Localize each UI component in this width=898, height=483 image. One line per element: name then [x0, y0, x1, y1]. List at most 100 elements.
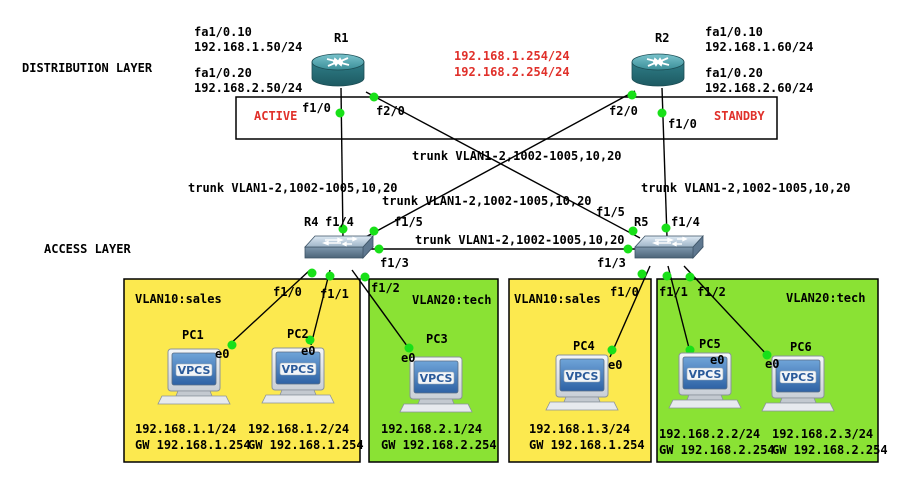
port-dot	[762, 350, 772, 360]
trunk-r1-r4: trunk VLAN1-2,1002-1005,10,20	[188, 181, 398, 195]
r2-sub1-if: fa1/0.10	[705, 25, 763, 39]
port-dot	[227, 340, 237, 350]
port-dot	[369, 92, 379, 102]
vlan-label-right-sales: VLAN10:sales	[514, 292, 601, 306]
r2-sub2-ip: 192.168.2.60/24	[705, 81, 813, 95]
port-dot	[374, 244, 384, 254]
r5-port-side: f1/3	[597, 256, 626, 270]
r5-port-pc6: f1/2	[697, 285, 726, 299]
link-endpoints	[227, 90, 772, 360]
r1-sub1-ip: 192.168.1.50/24	[194, 40, 302, 54]
r1-port-cross: f2/0	[376, 104, 405, 118]
pc-pc3[interactable]: VPCS	[399, 356, 473, 413]
link-r4-pc1	[227, 269, 311, 347]
vlan-label-right-tech: VLAN20:tech	[786, 291, 865, 305]
pc6-gw: GW 192.168.2.254	[772, 443, 888, 457]
pc3-name: PC3	[426, 332, 448, 346]
distribution-layer-label: DISTRIBUTION LAYER	[22, 61, 153, 75]
r4-port-pc1: f1/0	[273, 285, 302, 299]
port-dot	[685, 272, 695, 282]
pc5-port: e0	[710, 353, 724, 367]
pc-pc6[interactable]: VPCS	[761, 355, 835, 412]
pc6-name: PC6	[790, 340, 812, 354]
port-dot	[685, 345, 695, 355]
pc3-gw: GW 192.168.2.254	[381, 438, 497, 452]
pc6-port: e0	[765, 357, 779, 371]
r2-name: R2	[655, 31, 669, 45]
r5-port-cross: f1/5	[596, 205, 625, 219]
link-r5-pc5	[667, 265, 691, 353]
pc-pc1[interactable]: VPCS	[157, 348, 231, 405]
pc6-ip: 192.168.2.3/24	[772, 427, 873, 441]
vlan-label-left-tech: VLAN20:tech	[412, 293, 491, 307]
access-layer-label: ACCESS LAYER	[44, 242, 131, 256]
pc2-port: e0	[301, 344, 315, 358]
vpcs-badge: VPCS	[178, 364, 211, 377]
link-r4-pc2	[310, 269, 331, 346]
pc4-ip: 192.168.1.3/24	[529, 422, 630, 436]
port-dot	[325, 271, 335, 281]
virtual-ip-vlan10: 192.168.1.254/24	[454, 49, 570, 63]
port-dot	[662, 271, 672, 281]
port-dot	[307, 268, 317, 278]
pc-pc2[interactable]: VPCS	[261, 347, 335, 404]
link-r4-pc3	[351, 269, 411, 351]
r1-port-down: f1/0	[302, 101, 331, 115]
pc5-name: PC5	[699, 337, 721, 351]
vpcs-badge: VPCS	[782, 371, 815, 384]
r1-sub1-if: fa1/0.10	[194, 25, 252, 39]
pc-pc4[interactable]: VPCS	[545, 354, 619, 411]
router-r2[interactable]	[631, 53, 685, 87]
r2-port-cross: f2/0	[609, 104, 638, 118]
r5-name: R5	[634, 215, 648, 229]
hsrp-active-label: ACTIVE	[254, 109, 297, 123]
vpcs-badge: VPCS	[689, 368, 722, 381]
pc2-gw: GW 192.168.1.254	[248, 438, 364, 452]
r4-port-pc2: f1/1	[320, 287, 349, 301]
r4-name: R4	[304, 215, 318, 229]
hsrp-standby-label: STANDBY	[714, 109, 765, 123]
hsrp-group-box	[235, 96, 778, 140]
r4-port-cross: f1/5	[394, 215, 423, 229]
pc1-name: PC1	[182, 328, 204, 342]
r2-port-down: f1/0	[668, 117, 697, 131]
port-dot	[657, 108, 667, 118]
port-dot	[607, 345, 617, 355]
r4-port-up: f1/4	[325, 215, 354, 229]
router-r1[interactable]	[311, 53, 365, 87]
r5-port-up: f1/4	[671, 215, 700, 229]
r5-port-pc4: f1/0	[610, 285, 639, 299]
port-dot	[627, 90, 637, 100]
switch-icon	[304, 235, 374, 259]
trunk-r2-r4: trunk VLAN1-2,1002-1005,10,20	[382, 194, 592, 208]
vpcs-badge: VPCS	[566, 370, 599, 383]
trunk-r4-r5: trunk VLAN1-2,1002-1005,10,20	[415, 233, 625, 247]
vpcs-badge: VPCS	[282, 363, 315, 376]
r1-sub2-ip: 192.168.2.50/24	[194, 81, 302, 95]
port-dot	[628, 226, 638, 236]
r2-sub2-if: fa1/0.20	[705, 66, 763, 80]
r4-port-pc3: f1/2	[371, 281, 400, 295]
switch-r4[interactable]	[304, 235, 374, 259]
r1-sub2-if: fa1/0.20	[194, 66, 252, 80]
virtual-ip-vlan20: 192.168.2.254/24	[454, 65, 570, 79]
switch-r5[interactable]	[634, 235, 704, 259]
pc1-gw: GW 192.168.1.254	[135, 438, 251, 452]
port-dot	[637, 269, 647, 279]
r5-port-pc5: f1/1	[659, 285, 688, 299]
pc4-gw: GW 192.168.1.254	[529, 438, 645, 452]
pc2-name: PC2	[287, 327, 309, 341]
port-dot	[360, 272, 370, 282]
port-dot	[623, 244, 633, 254]
r4-port-side: f1/3	[380, 256, 409, 270]
router-icon	[631, 53, 685, 87]
pc3-port: e0	[401, 351, 415, 365]
trunk-r2-r5: trunk VLAN1-2,1002-1005,10,20	[641, 181, 851, 195]
router-icon	[311, 53, 365, 87]
pc4-port: e0	[608, 358, 622, 372]
port-dot	[404, 343, 414, 353]
pc3-ip: 192.168.2.1/24	[381, 422, 482, 436]
pc-pc5[interactable]: VPCS	[668, 352, 742, 409]
pc1-ip: 192.168.1.1/24	[135, 422, 236, 436]
vlan-label-left-sales: VLAN10:sales	[135, 292, 222, 306]
